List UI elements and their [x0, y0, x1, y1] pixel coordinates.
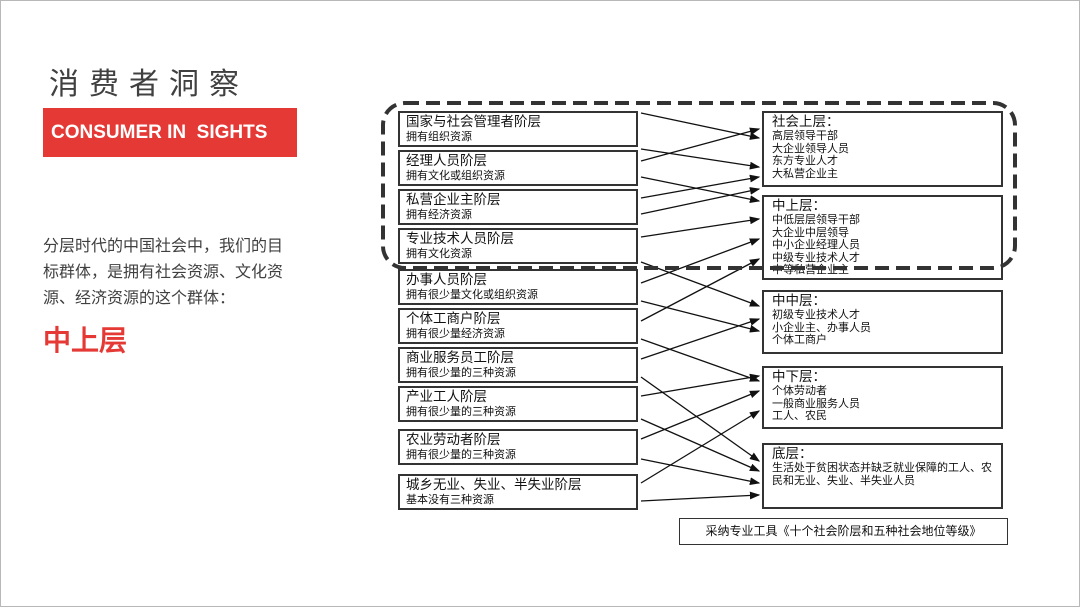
stratum-box-8: 产业工人阶层 拥有很少量的三种资源	[398, 386, 638, 422]
stratum-box-7: 商业服务员工阶层 拥有很少量的三种资源	[398, 347, 638, 383]
level-item: 中小企业经理人员	[772, 238, 860, 251]
level-title: 社会上层：	[772, 114, 840, 130]
stratum-title: 商业服务员工阶层	[406, 350, 514, 366]
stratum-box-2: 经理人员阶层 拥有文化或组织资源	[398, 150, 638, 186]
stratum-resource: 拥有经济资源	[406, 208, 472, 221]
level-item: 工人、农民	[772, 409, 827, 422]
level-item: 生活处于贫困状态并缺乏就业保障的工人、农民和无业、失业、半失业人员	[772, 461, 992, 487]
arrow-line	[640, 148, 761, 170]
stratum-title: 城乡无业、失业、半失业阶层	[406, 477, 582, 493]
level-item: 中等私营企业主	[772, 263, 849, 276]
arrow-line	[640, 174, 761, 199]
arrow-line	[640, 258, 761, 322]
arrow-line	[640, 338, 761, 382]
arrow-line	[640, 318, 761, 360]
arrow-line	[640, 410, 761, 484]
stratum-box-6: 个体工商户阶层 拥有很少量经济资源	[398, 308, 638, 344]
stratum-resource: 拥有组织资源	[406, 130, 472, 143]
stratum-resource: 拥有很少量文化或组织资源	[406, 288, 538, 301]
stratum-box-4: 专业技术人员阶层 拥有文化资源	[398, 228, 638, 264]
description-text: 分层时代的中国社会中，我们的目标群体，是拥有社会资源、文化资源、经济资源的这个群…	[43, 236, 284, 307]
arrow-line	[640, 112, 761, 140]
arrow-line	[640, 418, 761, 472]
level-item: 小企业主、办事人员	[772, 320, 871, 334]
level-item: 高层领导干部	[772, 129, 838, 142]
arrow-line	[640, 238, 761, 284]
level-box-lower-middle: 中下层： 个体劳动者 一般商业服务人员 工人、农民	[762, 366, 1003, 429]
arrow-line	[640, 373, 761, 397]
stratum-box-9: 农业劳动者阶层 拥有很少量的三种资源	[398, 429, 638, 465]
stratum-title: 专业技术人员阶层	[406, 231, 514, 247]
level-title: 中中层：	[772, 293, 826, 309]
arrow-line	[640, 300, 761, 333]
level-title: 底层：	[772, 446, 813, 462]
level-title: 中上层：	[772, 198, 826, 214]
arrow-line	[640, 127, 761, 162]
arrow-line	[640, 187, 761, 215]
stratum-title: 产业工人阶层	[406, 389, 487, 405]
stratum-title: 个体工商户阶层	[406, 311, 501, 327]
level-item: 中低层层领导干部	[772, 213, 860, 226]
level-box-upper: 社会上层： 高层领导干部 大企业领导人员 东方专业人才 大私营企业主	[762, 111, 1003, 187]
stratum-resource: 基本没有三种资源	[406, 493, 494, 506]
level-item: 一般商业服务人员	[772, 396, 860, 410]
arrow-line	[640, 216, 761, 238]
level-box-middle: 中中层： 初级专业技术人才 小企业主、办事人员 个体工商户	[762, 290, 1003, 354]
stratum-title: 办事人员阶层	[406, 272, 487, 288]
arrow-line	[640, 390, 761, 440]
page-title: 消费者洞察	[49, 67, 249, 102]
stratum-resource: 拥有很少量经济资源	[406, 327, 505, 340]
level-box-bottom: 底层： 生活处于贫困状态并缺乏就业保障的工人、农民和无业、失业、半失业人员	[762, 443, 1003, 509]
arrow-line	[640, 176, 761, 204]
stratum-resource: 拥有很少量的三种资源	[406, 405, 516, 418]
arrow-line	[640, 491, 761, 502]
level-item: 个体工商户	[772, 333, 827, 346]
target-group-highlight: 中上层	[43, 324, 128, 357]
stratum-title: 农业劳动者阶层	[406, 432, 501, 448]
stratum-resource: 拥有很少量的三种资源	[406, 448, 516, 461]
level-item: 大私营企业主	[772, 166, 838, 180]
stratum-box-3: 私营企业主阶层 拥有经济资源	[398, 189, 638, 225]
stratum-box-10: 城乡无业、失业、半失业阶层 基本没有三种资源	[398, 474, 638, 510]
arrow-line	[640, 261, 761, 307]
stratum-box-5: 办事人员阶层 拥有很少量文化或组织资源	[398, 269, 638, 305]
stratum-title: 国家与社会管理者阶层	[406, 114, 541, 130]
english-title-banner: CONSUMER IN SIGHTS	[43, 108, 297, 157]
level-box-upper-middle: 中上层： 中低层层领导干部 大企业中层领导 中小企业经理人员 中级专业技术人才 …	[762, 195, 1003, 280]
stratum-title: 私营企业主阶层	[406, 192, 501, 208]
level-item: 初级专业技术人才	[772, 308, 860, 321]
stratum-resource: 拥有很少量的三种资源	[406, 366, 516, 379]
arrow-line	[640, 458, 761, 486]
level-item: 东方专业人才	[772, 154, 838, 167]
source-note: 采纳专业工具《十个社会阶层和五种社会地位等级》	[679, 518, 1008, 545]
level-item: 个体劳动者	[772, 384, 827, 397]
arrow-line	[640, 376, 761, 462]
level-title: 中下层：	[772, 369, 826, 385]
stratum-resource: 拥有文化或组织资源	[406, 169, 505, 182]
stratum-title: 经理人员阶层	[406, 153, 487, 169]
stratum-box-1: 国家与社会管理者阶层 拥有组织资源	[398, 111, 638, 147]
stratum-resource: 拥有文化资源	[406, 247, 472, 260]
